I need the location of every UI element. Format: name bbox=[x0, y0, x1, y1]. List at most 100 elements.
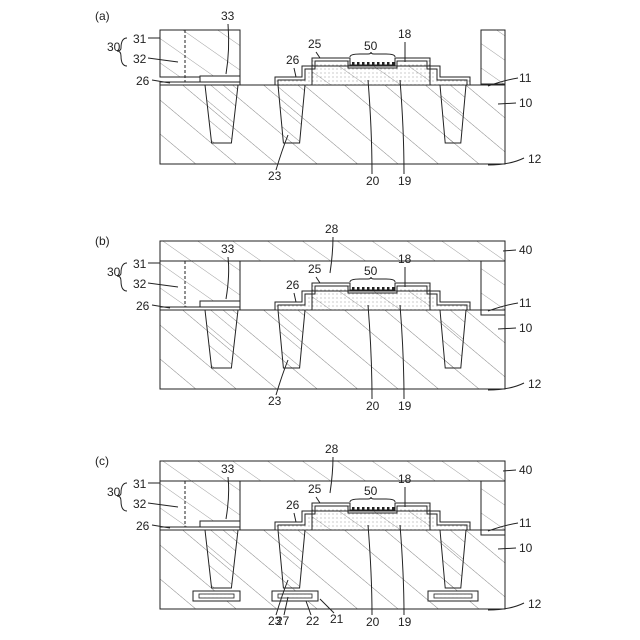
label-31: 31 bbox=[133, 32, 147, 46]
label-31: 31 bbox=[133, 257, 147, 271]
label-50: 50 bbox=[364, 39, 378, 53]
leader-25 bbox=[316, 52, 320, 58]
idt-finger-0 bbox=[352, 507, 355, 511]
label-25: 25 bbox=[308, 482, 322, 496]
label-19: 19 bbox=[398, 399, 412, 413]
idt-finger-4 bbox=[372, 62, 375, 66]
idt-finger-7 bbox=[387, 287, 390, 291]
label-18: 18 bbox=[398, 472, 412, 486]
label-28: 28 bbox=[325, 442, 339, 456]
label-25: 25 bbox=[308, 37, 322, 51]
label-40: 40 bbox=[519, 463, 533, 477]
label-12: 12 bbox=[528, 597, 542, 611]
label-26-left: 26 bbox=[136, 519, 150, 533]
label-33: 33 bbox=[221, 9, 235, 23]
panel-label: (a) bbox=[95, 9, 110, 23]
idt-finger-3 bbox=[367, 507, 370, 511]
label-50: 50 bbox=[364, 484, 378, 498]
idt-finger-8 bbox=[392, 507, 395, 511]
idt-finger-7 bbox=[387, 62, 390, 66]
idt-finger-5 bbox=[377, 287, 380, 291]
label-11: 11 bbox=[519, 296, 532, 310]
label-23: 23 bbox=[268, 169, 282, 183]
panel-label: (c) bbox=[95, 454, 109, 468]
leader-25 bbox=[316, 277, 320, 283]
leader-26-center bbox=[294, 293, 296, 302]
electrode-26-left bbox=[160, 82, 240, 85]
label-10: 10 bbox=[519, 96, 533, 110]
label-50: 50 bbox=[364, 264, 378, 278]
label-19: 19 bbox=[398, 615, 412, 629]
label-26-left: 26 bbox=[136, 299, 150, 313]
label-20: 20 bbox=[366, 615, 380, 629]
label-33: 33 bbox=[221, 242, 235, 256]
label-40: 40 bbox=[519, 243, 533, 257]
idt-finger-3 bbox=[367, 62, 370, 66]
label-30: 30 bbox=[107, 265, 121, 279]
panel-b: (b) 30 31 32 33 26 26 25 50 18 11 10 12 23 20 19 28 40 bbox=[95, 222, 542, 413]
idt-finger-2 bbox=[362, 507, 365, 511]
right-pillar bbox=[481, 30, 505, 84]
idt-finger-6 bbox=[382, 287, 385, 291]
idt-finger-2 bbox=[362, 62, 365, 66]
label-26-center: 26 bbox=[286, 498, 300, 512]
panel-label: (b) bbox=[95, 234, 110, 248]
label-11: 11 bbox=[519, 516, 532, 530]
bottom-pad-27-2 bbox=[434, 594, 472, 598]
idt-finger-4 bbox=[372, 507, 375, 511]
label-26-center: 26 bbox=[286, 53, 300, 67]
idt-finger-6 bbox=[382, 62, 385, 66]
label-20: 20 bbox=[366, 174, 380, 188]
label-26-center: 26 bbox=[286, 278, 300, 292]
label-32: 32 bbox=[133, 277, 147, 291]
idt-finger-4 bbox=[372, 287, 375, 291]
pad-33 bbox=[200, 521, 240, 527]
label-27: 27 bbox=[276, 614, 290, 628]
label-33: 33 bbox=[221, 462, 235, 476]
idt-finger-1 bbox=[357, 62, 360, 66]
leader-26-center bbox=[294, 68, 296, 77]
idt-finger-2 bbox=[362, 287, 365, 291]
idt-finger-1 bbox=[357, 287, 360, 291]
label-11: 11 bbox=[519, 71, 532, 85]
electrode-26-left bbox=[160, 307, 240, 310]
pad-33 bbox=[200, 76, 240, 82]
label-20: 20 bbox=[366, 399, 380, 413]
label-21: 21 bbox=[330, 612, 344, 626]
label-28: 28 bbox=[325, 222, 339, 236]
idt-finger-5 bbox=[377, 62, 380, 66]
label-22: 22 bbox=[306, 614, 320, 628]
label-10: 10 bbox=[519, 321, 533, 335]
bottom-pad-27-0 bbox=[199, 594, 234, 598]
label-19: 19 bbox=[398, 174, 412, 188]
label-30: 30 bbox=[107, 40, 121, 54]
idt-finger-0 bbox=[352, 287, 355, 291]
idt-finger-6 bbox=[382, 507, 385, 511]
idt-finger-1 bbox=[357, 507, 360, 511]
idt-finger-3 bbox=[367, 287, 370, 291]
label-18: 18 bbox=[398, 27, 412, 41]
idt-finger-8 bbox=[392, 62, 395, 66]
label-12: 12 bbox=[528, 152, 542, 166]
leader-25 bbox=[316, 497, 320, 503]
label-12: 12 bbox=[528, 377, 542, 391]
panel-c: (c)3031323326262550181110122320192840272… bbox=[95, 442, 542, 629]
label-32: 32 bbox=[133, 52, 147, 66]
pad-33 bbox=[200, 301, 240, 307]
idt-finger-0 bbox=[352, 62, 355, 66]
label-32: 32 bbox=[133, 497, 147, 511]
label-26-left: 26 bbox=[136, 74, 150, 88]
panel-a: (a) 30 31 32 33 26 26 25 50 18 11 10 12 23 20 19 bbox=[95, 9, 542, 188]
label-10: 10 bbox=[519, 541, 533, 555]
idt-finger-7 bbox=[387, 507, 390, 511]
idt-finger-5 bbox=[377, 507, 380, 511]
label-30: 30 bbox=[107, 485, 121, 499]
bottom-pad-27-1 bbox=[278, 594, 312, 598]
label-25: 25 bbox=[308, 262, 322, 276]
leader-26-center bbox=[294, 513, 296, 522]
label-18: 18 bbox=[398, 252, 412, 266]
label-31: 31 bbox=[133, 477, 147, 491]
electrode-26-left bbox=[160, 527, 240, 530]
label-23: 23 bbox=[268, 394, 282, 408]
